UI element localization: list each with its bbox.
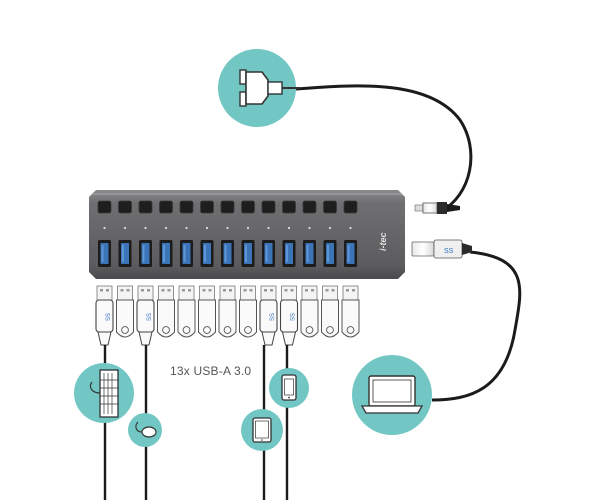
tablet-icon (241, 409, 283, 451)
usb-flash-drive (198, 285, 216, 338)
usb-port-insert (203, 243, 211, 264)
power-switch (302, 200, 317, 214)
usb-ports (98, 240, 357, 267)
port-led (287, 226, 291, 230)
usb-port-insert (182, 243, 191, 264)
svg-text:SS: SS (147, 313, 153, 321)
brand-logo: i-tec (378, 232, 388, 251)
power-switch (118, 200, 132, 214)
power-switch (97, 200, 112, 214)
usb-a-plugs: SS SS SS SS (95, 285, 360, 346)
usb-port-insert (285, 243, 293, 264)
power-switch (179, 200, 194, 214)
usb-flash-drive (239, 285, 257, 338)
port-led (246, 226, 250, 230)
usb-port-insert (100, 243, 109, 264)
usb-cable-plug: SS (136, 285, 155, 346)
power-switch (261, 200, 276, 214)
power-switch (200, 200, 214, 214)
svg-text:SS: SS (444, 248, 454, 255)
usb-port-insert (121, 243, 129, 264)
usb-port-insert (264, 243, 273, 264)
power-switch (241, 200, 255, 214)
port-led (205, 226, 209, 230)
power-cable (295, 84, 473, 214)
power-switch (323, 200, 337, 214)
svg-text:SS: SS (291, 313, 297, 321)
svg-text:SS: SS (270, 313, 276, 321)
port-led (123, 226, 127, 230)
usb-b-plug: SS (411, 239, 472, 259)
port-led (308, 226, 311, 230)
dc-plug (414, 202, 460, 214)
power-switch (343, 200, 358, 214)
smartphone-icon (269, 368, 309, 408)
usb-cable-plug: SS (95, 285, 114, 346)
laptop-icon (352, 355, 432, 435)
port-led (328, 226, 332, 230)
usb-flash-drive (321, 285, 339, 338)
usb-b-cable (431, 250, 522, 402)
power-switch (159, 200, 173, 214)
usb-cable-plug: SS (259, 285, 278, 346)
svg-text:i-tec: i-tec (378, 232, 388, 251)
usb-port-insert (141, 243, 150, 264)
port-led (226, 226, 229, 230)
usb-port-insert (223, 243, 232, 264)
svg-text:SS: SS (106, 313, 112, 321)
power-switch (282, 200, 296, 214)
usb-flash-drive (218, 285, 237, 338)
power-switch (138, 200, 153, 214)
usb-flash-drive (116, 285, 134, 338)
power-switches (97, 200, 358, 230)
port-led (164, 226, 168, 230)
usb-ports-caption: 13x USB-A 3.0 (170, 364, 252, 378)
usb-port-insert (346, 243, 355, 264)
usb-hub: i-tec (89, 190, 405, 279)
port-led (267, 226, 270, 230)
mouse-icon (128, 413, 162, 447)
usb-flash-drive (157, 285, 175, 338)
keyboard-icon (74, 363, 134, 423)
power-plug-icon (218, 49, 300, 127)
port-led (103, 226, 106, 230)
port-led (349, 226, 352, 230)
port-led (144, 226, 147, 230)
usb-flash-drive (300, 285, 319, 338)
port-led (185, 226, 188, 230)
usb-port-insert (244, 243, 252, 264)
usb-flash-drive (177, 285, 196, 338)
usb-cable-plug: SS (279, 285, 299, 346)
power-switch (220, 200, 235, 214)
usb-port-insert (326, 243, 334, 264)
usb-flash-drive (341, 285, 360, 338)
usb-port-insert (305, 243, 314, 264)
usb-port-insert (162, 243, 170, 264)
